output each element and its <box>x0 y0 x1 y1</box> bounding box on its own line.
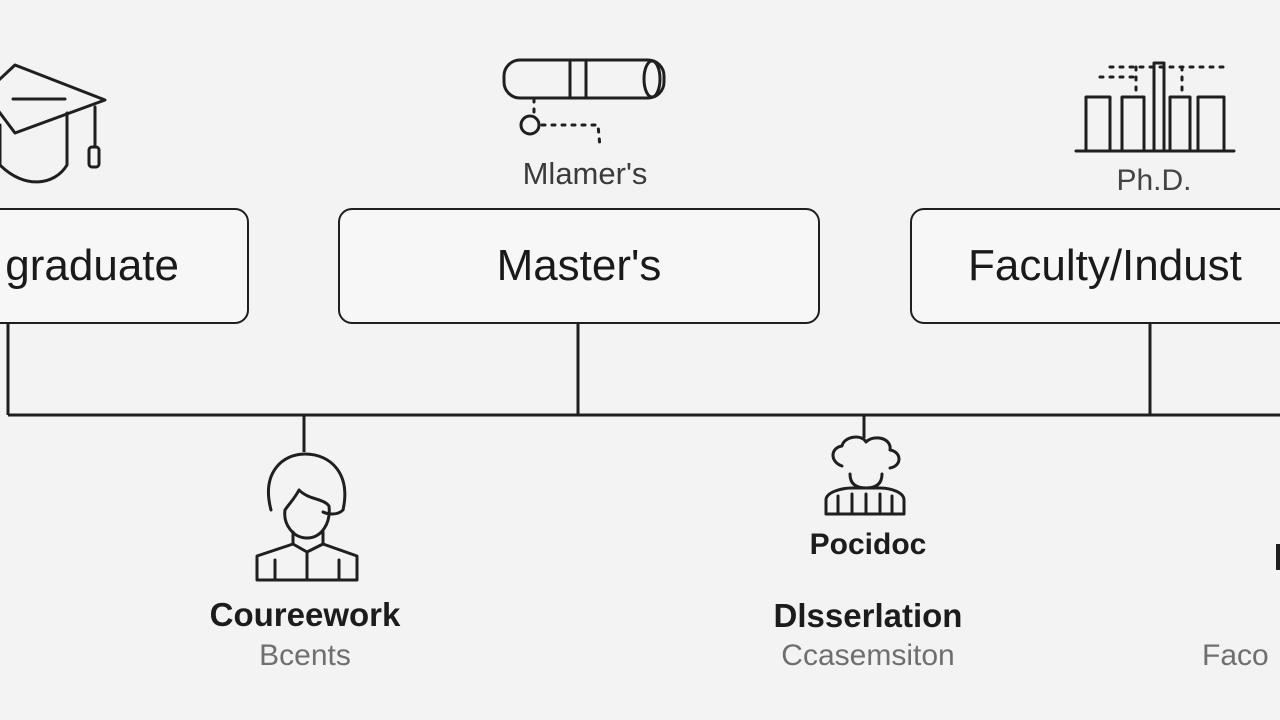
coursework-title: Coureework <box>209 596 401 633</box>
stage-box-undergraduate: graduate <box>0 208 249 324</box>
dissertation-title: Dlsserlation <box>773 597 963 634</box>
bar-chart-icon <box>1074 61 1236 153</box>
right-node-title-fragment <box>1276 544 1280 570</box>
stage-label-masters: Master's <box>496 241 662 290</box>
team-icon <box>824 435 906 516</box>
stage-box-faculty: Faculty/Indust <box>910 208 1280 324</box>
stage-box-masters: Master's <box>338 208 820 324</box>
diploma-scroll-icon <box>502 58 666 149</box>
masters-caption: Mlamer's <box>522 156 648 191</box>
coursework-subtitle: Bcents <box>259 639 351 672</box>
postdoc-label: Pocidoc <box>809 528 927 561</box>
stage-label-undergraduate: graduate <box>5 241 179 290</box>
right-node-subtitle: Faco <box>1202 639 1269 672</box>
stage-label-faculty: Faculty/Indust <box>968 241 1242 290</box>
person-icon <box>255 452 359 582</box>
graduation-cap-icon <box>0 63 107 184</box>
dissertation-subtitle: Ccasemsiton <box>781 639 955 672</box>
phd-caption: Ph.D. <box>1116 164 1192 197</box>
